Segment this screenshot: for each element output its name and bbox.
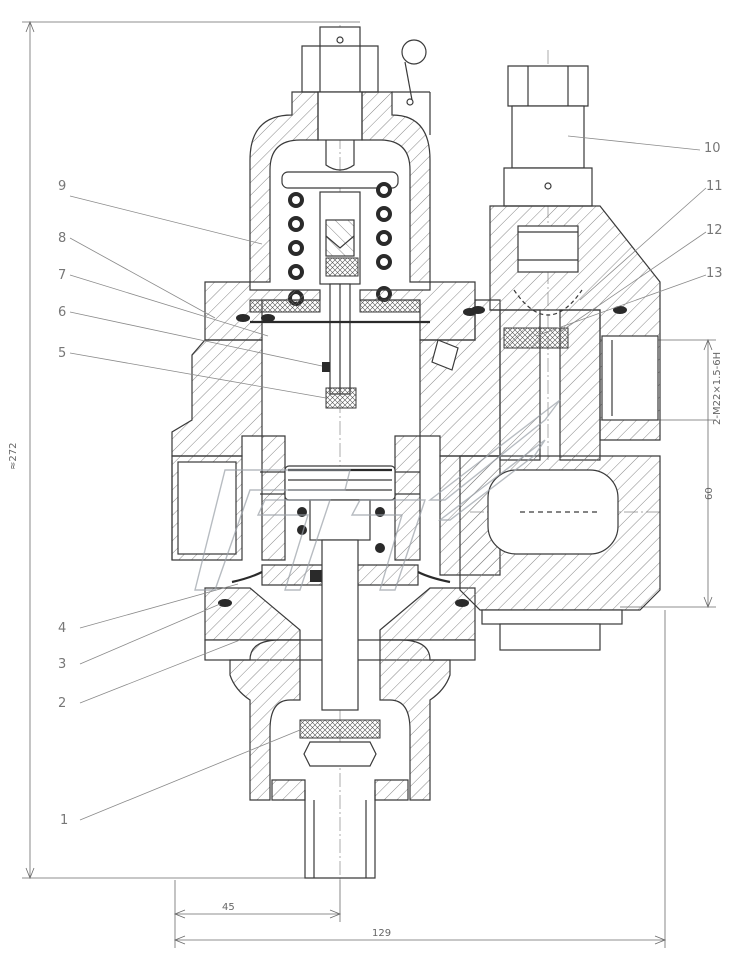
main-body [171,299,501,576]
right-valve [431,65,661,651]
callout-2: 2 [58,696,66,711]
piston [284,465,396,553]
callout-8: 8 [58,231,66,246]
callout-9: 9 [58,179,66,194]
callout-5: 5 [58,346,66,361]
lead-seal [401,39,427,106]
watermark-logo [194,399,561,591]
callout-10: 10 [704,141,721,156]
dim-45: 45 [222,902,235,913]
bonnet-housing [249,91,431,283]
outlet-fitting [271,779,409,879]
leader-lines [69,135,707,821]
dimension-lines [22,20,716,948]
valve-seat [231,564,451,586]
dim-overall-height: ≈272 [8,443,19,470]
callout-4: 4 [58,621,66,636]
main-stem [321,539,359,711]
callout-11: 11 [706,179,723,194]
dim-129: 129 [372,928,391,939]
callout-12: 12 [706,223,723,238]
callout-6: 6 [58,305,66,320]
lower-bowl [229,639,451,801]
callout-3: 3 [58,657,66,672]
dim-thread-spec: 2-M22×1.5-6H [712,352,723,425]
callout-13: 13 [706,266,723,281]
dim-60: 60 [704,487,715,500]
callout-1: 1 [60,813,68,828]
callout-labels: 1 2 3 4 5 6 7 8 9 10 11 12 13 [58,141,723,828]
pilot-stem [319,191,361,409]
dimension-texts: ≈272 2-M22×1.5-6H 60 45 129 [8,352,723,939]
callout-7: 7 [58,268,66,283]
